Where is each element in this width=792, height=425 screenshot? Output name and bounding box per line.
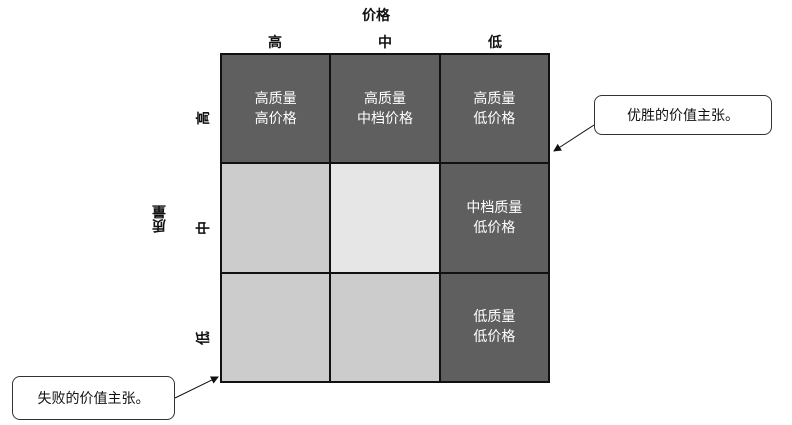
price-quality-matrix: 高质量 高价格 高质量 中档价格 高质量 低价格 中档质量 低价格 低质量 低价… [220, 53, 550, 383]
superior-value-callout: 优胜的价值主张。 [594, 95, 772, 135]
column-header-mid: 中 [378, 35, 392, 51]
cell-low-quality-mid-price [331, 273, 439, 381]
cell-high-quality-mid-price: 高质量 中档价格 [331, 55, 439, 163]
cell-mid-quality-mid-price [331, 164, 439, 272]
superior-callout-arrow [553, 124, 595, 152]
cell-high-quality-low-price: 高质量 低价格 [440, 55, 548, 163]
price-axis-title: 价格 [362, 8, 390, 24]
cell-mid-quality-high-price [222, 164, 330, 272]
column-header-low: 低 [488, 35, 502, 51]
cell-low-quality-high-price [222, 273, 330, 381]
failing-value-callout: 失败的价值主张。 [12, 376, 175, 420]
cell-high-quality-high-price: 高质量 高价格 [222, 55, 330, 163]
cell-low-quality-low-price: 低质量 低价格 [440, 273, 548, 381]
failing-callout-arrow [174, 376, 219, 399]
column-header-high: 高 [268, 35, 282, 51]
cell-mid-quality-low-price: 中档质量 低价格 [440, 164, 548, 272]
